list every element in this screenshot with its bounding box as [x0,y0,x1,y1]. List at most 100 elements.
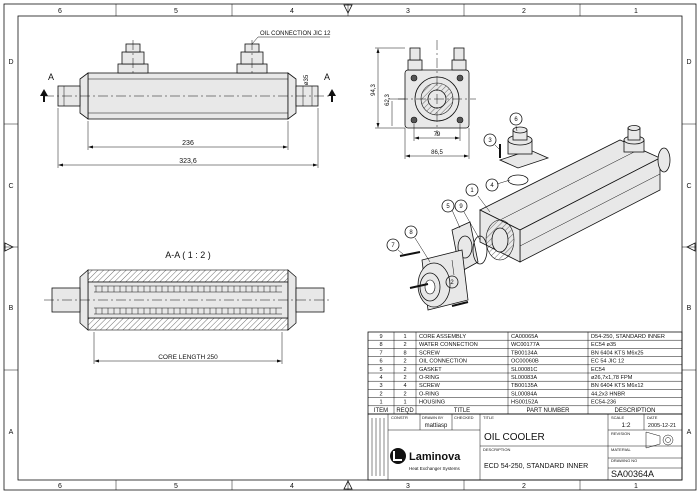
company-name: Laminova [409,451,461,463]
section-fins [95,286,277,314]
date-value: 2005-12-21 [648,423,676,429]
exploded-view: 1 2 3 4 5 6 7 8 9 [386,112,671,311]
section-view: A-A ( 1 : 2 ) CORE LENGTH 250 [44,250,332,364]
border-row-d-right: D [686,59,691,66]
drawing-frame [3,3,697,491]
balloon-6: 6 [514,117,518,123]
bom-cell-item: 4 [379,375,382,381]
border-col-2: 2 [522,8,526,15]
scale-label: SCALE [611,415,624,420]
bom-cell-desc: D54-250, STANDARD INNER [591,334,665,340]
bom-cell-title: CORE ASSEMBLY [419,334,466,340]
bom-cell-desc: EC54 [591,367,605,373]
bom-cell-part: OC00060B [511,359,539,365]
drawn-by-label: DRAWN BY [422,415,444,420]
company-logo: Laminova Heat Exchanger Systems [390,448,461,471]
border-col-3-bottom: 3 [406,483,410,490]
bom-cell-item: 1 [379,400,382,406]
bom-cell-part: WC00177A [511,342,540,348]
bom-cell-title: WATER CONNECTION [419,342,478,348]
balloons: 1 2 3 4 5 6 7 8 9 [386,112,523,289]
bom-cell-desc: BN 6404 KTS M6x12 [591,383,644,389]
border-row-a-right: A [687,429,692,436]
section-title: A-A ( 1 : 2 ) [165,250,211,260]
balloon-5: 5 [446,204,450,210]
checked-label: CHECKED [454,415,474,420]
bom-header: TITLE [454,408,470,414]
bom-cell-title: SCREW [419,383,441,389]
border-row-b: B [9,305,14,312]
bom-cell-title: O-RING [419,375,439,381]
drawing-description: ECD 54-250, STANDARD INNER [484,463,588,470]
bom-cell-reqd: 8 [403,350,406,356]
border-col-5-bottom: 5 [174,483,178,490]
bom-cell-part: SL00083A [511,375,537,381]
bom-cell-part: CA00065A [511,334,538,340]
balloon-7: 7 [391,243,395,249]
side-view: A A OIL CONNECTION JIC 12 ø35 236 323,6 [40,31,336,168]
border-col-3: 3 [406,8,410,15]
projection-symbol-icon [645,431,674,449]
bom-cell-item: 8 [379,342,382,348]
border-col-6: 6 [58,8,62,15]
bom-cell-item: 2 [379,391,382,397]
section-marker-right: A [324,72,330,82]
dim-height: 94,3 [371,84,377,96]
bom-cell-reqd: 1 [403,334,406,340]
bom-cell-desc: ø26,7x1,78 FPM [591,375,633,381]
bom-cell-part: TB00134A [511,350,538,356]
border-col-5: 5 [174,8,178,15]
bom-cell-item: 6 [379,359,382,365]
border-col-4: 4 [290,8,294,15]
border-row-a: A [9,429,14,436]
company-subtitle: Heat Exchanger Systems [409,466,461,471]
border-row-d: D [8,59,13,66]
bom-cell-desc: EC54 ø35 [591,342,616,348]
dim-core: 236 [182,140,194,147]
balloon-8: 8 [409,230,413,236]
border-col-1-bottom: 1 [634,483,638,490]
bom-cell-desc: EC54-236 [591,400,616,406]
balloon-2: 2 [450,280,454,286]
bom-cell-reqd: 2 [403,391,406,397]
bom-cell-title: SCREW [419,350,441,356]
bom-cell-reqd: 2 [403,342,406,348]
bom-cell-item: 7 [379,350,382,356]
bom-header: ITEM [374,408,388,414]
dim-bolt: 79 [434,132,441,138]
bom-cell-reqd: 2 [403,367,406,373]
drawn-by-value: mattiasp [425,423,448,429]
bom-cell-desc: 44,2x3 HNBR [591,391,625,397]
border-row-c-right: C [686,183,691,190]
bom-cell-reqd: 1 [403,400,406,406]
drawing-no-label: DRAWING NO [611,458,637,463]
bom-cell-desc: EC 54 JIC 12 [591,359,624,365]
drawing-title: OIL COOLER [484,432,545,443]
revision-label: REVISION [611,431,630,436]
bom-header: REQD [396,408,414,414]
border-col-2-bottom: 2 [522,483,526,490]
title-label: TITLE [483,415,494,420]
bom-header: DESCRIPTION [614,408,655,414]
balloon-3: 3 [488,138,492,144]
border-col-1: 1 [634,8,638,15]
balloon-9: 9 [459,204,463,210]
bom-cell-reqd: 2 [403,359,406,365]
bom-cell-part: SL00084A [511,391,537,397]
dim-core-length: CORE LENGTH 250 [158,354,218,361]
date-label: DATE [647,415,658,420]
title-block: CONSTR DRAWN BY CHECKED TITLE DESCRIPTIO… [367,413,683,481]
bom-cell-part: TB00135A [511,383,538,389]
bom-cell-title: OIL CONNECTION [419,359,467,365]
drawing-number: SA00364A [611,469,654,479]
bom-header: PART NUMBER [526,408,570,414]
bom-cell-reqd: 2 [403,375,406,381]
material-label: MATERIAL [611,447,631,452]
bom-cell-part: SL00081C [511,367,537,373]
border-row-b-right: B [687,305,692,312]
bom-cell-item: 9 [379,334,382,340]
dim-total: 323,6 [179,158,197,165]
section-marker-left: A [48,72,54,82]
bom-cell-reqd: 4 [403,383,406,389]
bom-cell-desc: BN 6404 KTS M6x25 [591,350,644,356]
